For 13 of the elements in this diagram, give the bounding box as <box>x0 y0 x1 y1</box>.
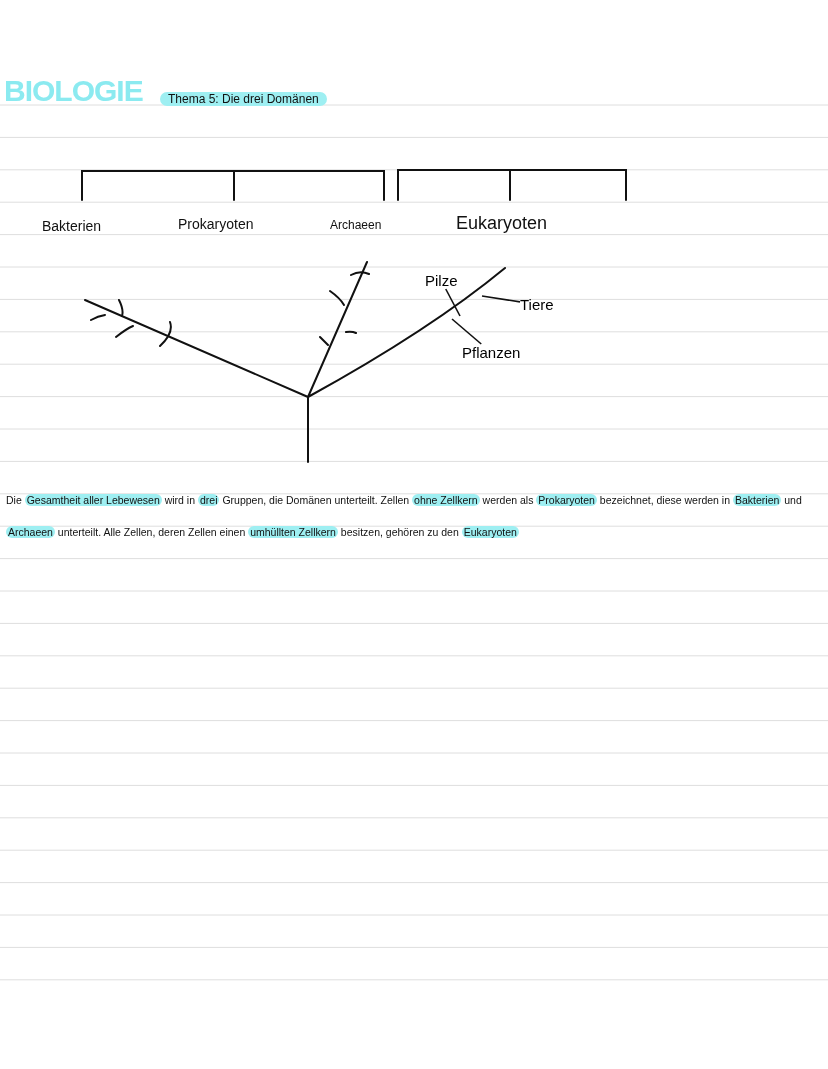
group-label: Prokaryoten <box>178 216 254 232</box>
leader-line <box>481 295 521 303</box>
branch-label: Tiere <box>520 296 554 313</box>
explanation-paragraph: Die Gesamtheit aller Lebewesen wird in drei Gruppen, die Domänen unterteilt. Zellen ohne Zellkern werden als Prokaryoten bezeichnet, diese werden in Bakterien und Archaeen unterteilt. Alle Zellen, deren Zellen einen umhüllten Zellkern besitzen, gehören zu den Eukaryoten <box>6 493 803 541</box>
leader-line <box>444 288 461 317</box>
topic-heading: Thema 5: Die drei Domänen <box>160 92 327 106</box>
group-label: Archaeen <box>330 218 382 232</box>
branch-label: Pilze <box>425 272 458 289</box>
group-label: Eukaryoten <box>456 213 548 234</box>
group-label: Bakterien <box>42 218 102 234</box>
leader-line <box>451 318 483 345</box>
page-title: BIOLOGIE <box>4 74 143 108</box>
branch-label: Pflanzen <box>462 344 521 361</box>
